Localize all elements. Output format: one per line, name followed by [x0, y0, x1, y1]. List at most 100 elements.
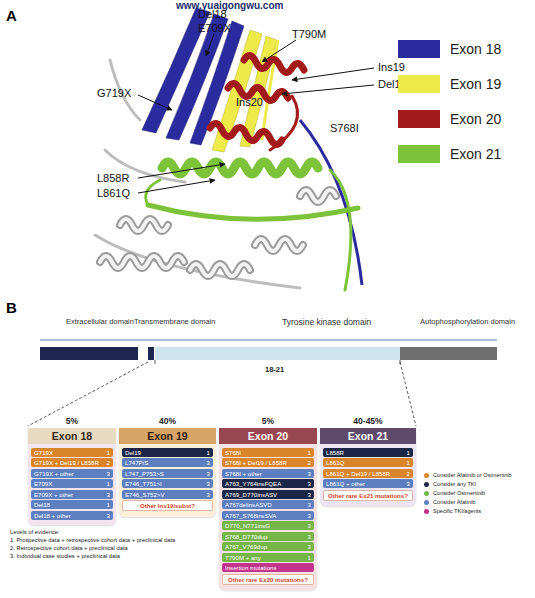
leader-arrow — [282, 85, 374, 94]
leader-arrow — [138, 95, 172, 110]
legend-swatch — [398, 40, 440, 58]
text-label: A — [6, 8, 17, 25]
frequency-label: 40-45% — [320, 417, 416, 426]
legend-swatch — [398, 75, 440, 93]
mutation-row: L747_P753>S 3 — [122, 469, 213, 478]
text-label: 18-21 — [265, 366, 284, 374]
text-label: Ins20 — [236, 96, 263, 108]
mutation-row: A767_S768insSVA3 — [222, 511, 314, 520]
evidence-level: 3 — [107, 490, 110, 499]
helix — [120, 219, 168, 231]
leader-arrow — [138, 180, 215, 193]
evidence-level: 1 — [407, 448, 410, 457]
leader-arrow — [206, 34, 214, 56]
mutation-row: A769_D770insASV3 — [222, 490, 314, 499]
evidence-level: 2 — [308, 458, 311, 467]
leader-arrows — [138, 34, 374, 193]
helix — [300, 190, 336, 202]
legend-text: Exon 18 — [450, 41, 501, 57]
evidence-level: 3 — [308, 532, 311, 541]
legend-entry: Exon 18 — [398, 40, 501, 58]
mutation-name: G719X — [34, 448, 53, 457]
legend-text: Exon 20 — [450, 111, 501, 127]
mutation-row: A767delinsASVD3 — [222, 500, 314, 509]
legend-swatch — [398, 145, 440, 163]
domain-label: Transmembrane domain — [134, 318, 215, 326]
strand — [148, 205, 358, 219]
legend-text: Exon 19 — [450, 76, 501, 92]
evidence-level: 3 — [207, 469, 210, 478]
evidence-level: 3 — [207, 479, 210, 488]
evidence-level: 1 — [207, 448, 210, 457]
exon-header: 40-45%Exon 21 — [320, 428, 416, 444]
text-label: Del18 — [198, 8, 227, 20]
evidence-level: 3 — [308, 521, 311, 530]
helix — [162, 162, 318, 174]
tick — [400, 360, 401, 364]
legend-text: Specific TKI/agents — [433, 508, 481, 514]
legend-text: Consider any TKI — [433, 481, 476, 487]
exon-column: 40-45%Exon 21L858R1L861Q1L861Q + Del19 /… — [320, 428, 416, 506]
evidence-level: 1 — [308, 448, 311, 457]
exon-header: 5%Exon 20 — [219, 428, 317, 444]
exon-column: 5%Exon 20S768I1S768I + Del19 / L858R2S76… — [219, 428, 317, 590]
coil — [146, 180, 160, 205]
mutation-name: A767delinsASVD — [225, 500, 272, 509]
legend-swatch — [424, 500, 429, 505]
mutation-row: Del191 — [122, 448, 213, 457]
question-text: Other rare Ex20 mutations? — [228, 576, 308, 583]
legend-text: Consider Afatinib — [433, 499, 475, 505]
leader-arrow — [292, 68, 374, 80]
exon21-segment — [146, 162, 358, 290]
mutation-name: S768I — [225, 448, 241, 457]
mutation-row: D770_N771insG3 — [222, 521, 314, 530]
text-label: Ins19 — [378, 61, 405, 73]
helix — [210, 123, 282, 144]
domain-segment: Transmembrane domain — [148, 347, 154, 360]
mutation-row: G719X + other3 — [31, 469, 113, 478]
zoom-guide — [400, 362, 416, 426]
exon20-helices — [210, 55, 304, 150]
mutation-name: L861Q + Del19 / L858R — [326, 469, 390, 478]
mutation-row: E746_T751>I3 — [122, 479, 213, 488]
mutation-name: G719X + other — [34, 469, 74, 478]
evidence-level: 1 — [407, 458, 410, 467]
row-list: Del191L747P/S3L747_P753>S3E746_T751>I3E7… — [119, 444, 216, 517]
evidence-level: 3 — [107, 511, 110, 520]
mutation-row: A767_V769dup3 — [222, 542, 314, 551]
legend-entry: Exon 19 — [398, 75, 501, 93]
mutation-row: S768I 1 — [222, 448, 314, 457]
mutation-name: L747P/S — [125, 458, 148, 467]
mutation-row: A763_Y764insFQEA3 — [222, 479, 314, 488]
exon-column: 40%Exon 19Del191L747P/S3L747_P753>S3E746… — [119, 428, 216, 517]
evidence-level: 1 — [107, 500, 110, 509]
mutation-name: Del18 + other — [34, 511, 71, 520]
mutation-name: Del18 — [34, 500, 50, 509]
text-label: Levels of evidence: — [10, 529, 60, 535]
legend-text: Consider Afatinib or Osimertinib — [433, 472, 512, 478]
evidence-level: 2 — [107, 458, 110, 467]
evidence-level: 3 — [308, 542, 311, 551]
mutation-name: L747_P753>S — [125, 469, 164, 478]
domain-segment: Tyrosine kinase domain — [155, 347, 400, 360]
coil — [300, 120, 362, 285]
exon-label: Exon 21 — [348, 430, 388, 442]
mutation-name: A763_Y764insFQEA — [225, 479, 281, 488]
frequency-label: 5% — [28, 417, 116, 426]
domain-label: Autophosphorylation domain — [420, 318, 515, 326]
mutation-name: T790M + any — [225, 553, 261, 562]
domain-label: Extracellular domain — [66, 318, 134, 326]
text-label: 1. Prospective data + retrospective coho… — [10, 537, 175, 543]
text-label: G719X — [97, 87, 131, 99]
mutation-row: L861Q + Del19 / L858R2 — [323, 469, 413, 478]
leader-arrow — [262, 40, 296, 62]
coil — [330, 170, 351, 290]
domain-segment: Autophosphorylation domain — [400, 347, 497, 360]
text-label: S768I — [330, 122, 359, 134]
open-question-box: Other Ins19/subst? — [122, 500, 213, 511]
mutation-row: T790M + any1 — [222, 553, 314, 562]
evidence-level: 3 — [407, 479, 410, 488]
evidence-level: 1 — [107, 479, 110, 488]
mutation-row: G719X1 — [31, 448, 113, 457]
